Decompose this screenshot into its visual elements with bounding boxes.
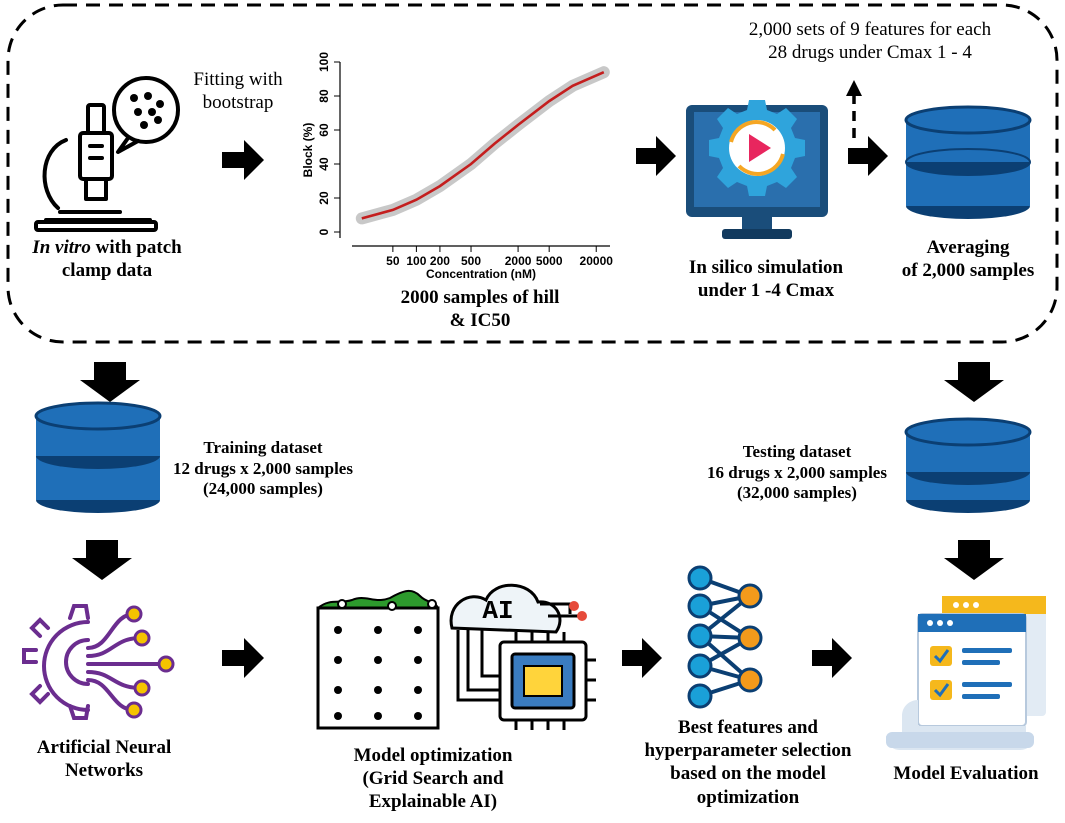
fitting-line2: bootstrap xyxy=(202,92,274,114)
invitro-label: In vitro with patch clamp data xyxy=(14,236,200,282)
model-evaluation-label: Model Evaluation xyxy=(893,763,1039,784)
arrow-right xyxy=(848,136,888,176)
arrow-down xyxy=(80,362,140,402)
hill-samples-label: 2000 samples of hill & IC50 xyxy=(350,286,610,332)
ai-chip-icon xyxy=(449,583,596,730)
best-line3: based on the model xyxy=(670,763,826,785)
x-tick-label: 500 xyxy=(461,254,481,268)
sets-line1: 2,000 sets of 9 features for each xyxy=(748,19,992,40)
avg-line1: Averaging xyxy=(926,237,1010,258)
testing-line2: 16 drugs x 2,000 samples xyxy=(707,462,887,482)
fitting-line1: Fitting with xyxy=(193,69,283,90)
x-tick-label: 5000 xyxy=(536,254,563,268)
arrow-right xyxy=(222,140,264,180)
x-tick-label: 200 xyxy=(430,254,450,268)
x-axis-label: Concentration (nM) xyxy=(426,267,536,281)
training-line1: Training dataset xyxy=(203,438,323,457)
neural-network-icon xyxy=(687,565,763,709)
testing-line3: (32,000 samples) xyxy=(737,483,857,503)
testing-line1: Testing dataset xyxy=(742,442,852,461)
hill-line2: & IC50 xyxy=(449,310,511,332)
ann-label: Artificial Neural Networks xyxy=(16,736,192,782)
simulation-computer-icon xyxy=(686,100,828,239)
testing-database-icon xyxy=(904,417,1032,513)
y-axis-label: Block (%) xyxy=(301,123,315,178)
ai-text: AI xyxy=(482,596,514,626)
best-line1: Best features and xyxy=(677,717,819,738)
invitro-rest: with patch xyxy=(90,237,182,258)
invitro-line2: clamp data xyxy=(61,260,153,282)
arrow-right xyxy=(636,136,676,176)
grid-search-icon xyxy=(316,590,440,730)
best-line2: hyperparameter selection xyxy=(644,740,852,762)
arrow-down xyxy=(944,362,1004,402)
model-optimization-label: Model optimization (Grid Search and Expl… xyxy=(318,744,548,814)
feature-sets-label: 2,000 sets of 9 features for each 28 dru… xyxy=(700,18,1040,64)
ann-line2: Networks xyxy=(64,760,144,782)
y-tick-label: 0 xyxy=(317,228,331,235)
opt-line1: Model optimization xyxy=(353,745,513,766)
arrow-down xyxy=(944,540,1004,580)
x-tick-label: 50 xyxy=(386,254,400,268)
database-icon xyxy=(904,105,1032,219)
avg-line2: of 2,000 samples xyxy=(901,260,1035,282)
opt-line3: Explainable AI) xyxy=(368,791,498,813)
testing-dataset-label: Testing dataset 16 drugs x 2,000 samples… xyxy=(684,442,910,504)
ann-line1: Artificial Neural xyxy=(36,737,172,758)
neural-network-nodes xyxy=(125,605,175,719)
averaging-label: Averaging of 2,000 samples xyxy=(880,236,1056,282)
arrow-right xyxy=(812,638,852,678)
invitro-italic: In vitro xyxy=(32,237,91,258)
insilico-label: In silico simulation under 1 -4 Cmax xyxy=(656,256,876,302)
best-features-label: Best features and hyperparameter selecti… xyxy=(622,716,874,809)
microscope-icon xyxy=(34,76,180,232)
arrow-down xyxy=(72,540,132,580)
neural-network-gear-icon xyxy=(22,604,164,720)
fitting-label: Fitting with bootstrap xyxy=(178,68,298,114)
insilico-line2: under 1 -4 Cmax xyxy=(697,280,835,302)
x-tick-label: 2000 xyxy=(505,254,532,268)
dashed-group-frame xyxy=(6,3,1059,344)
training-dataset-label: Training dataset 12 drugs x 2,000 sample… xyxy=(150,438,376,500)
hill-curve xyxy=(361,71,605,220)
arrow-right xyxy=(222,638,264,678)
insilico-line1: In silico simulation xyxy=(688,257,844,278)
y-tick-label: 40 xyxy=(317,157,331,171)
training-database-icon xyxy=(34,401,162,513)
opt-line2: (Grid Search and xyxy=(362,768,504,790)
y-tick-label: 80 xyxy=(317,89,331,103)
hill-line1: 2000 samples of hill xyxy=(400,287,560,308)
best-line4: optimization xyxy=(696,786,800,808)
model-evaluation-icon xyxy=(886,596,1046,750)
sets-line2: 28 drugs under Cmax 1 - 4 xyxy=(768,42,972,64)
y-tick-label: 60 xyxy=(317,123,331,137)
arrow-right xyxy=(622,638,662,678)
training-line3: (24,000 samples) xyxy=(203,479,323,499)
x-tick-label: 20000 xyxy=(580,254,614,268)
training-line2: 12 drugs x 2,000 samples xyxy=(173,458,353,478)
confidence-band xyxy=(355,66,610,225)
x-tick-label: 100 xyxy=(406,254,426,268)
y-tick-label: 20 xyxy=(317,191,331,205)
y-tick-label: 100 xyxy=(317,52,331,72)
